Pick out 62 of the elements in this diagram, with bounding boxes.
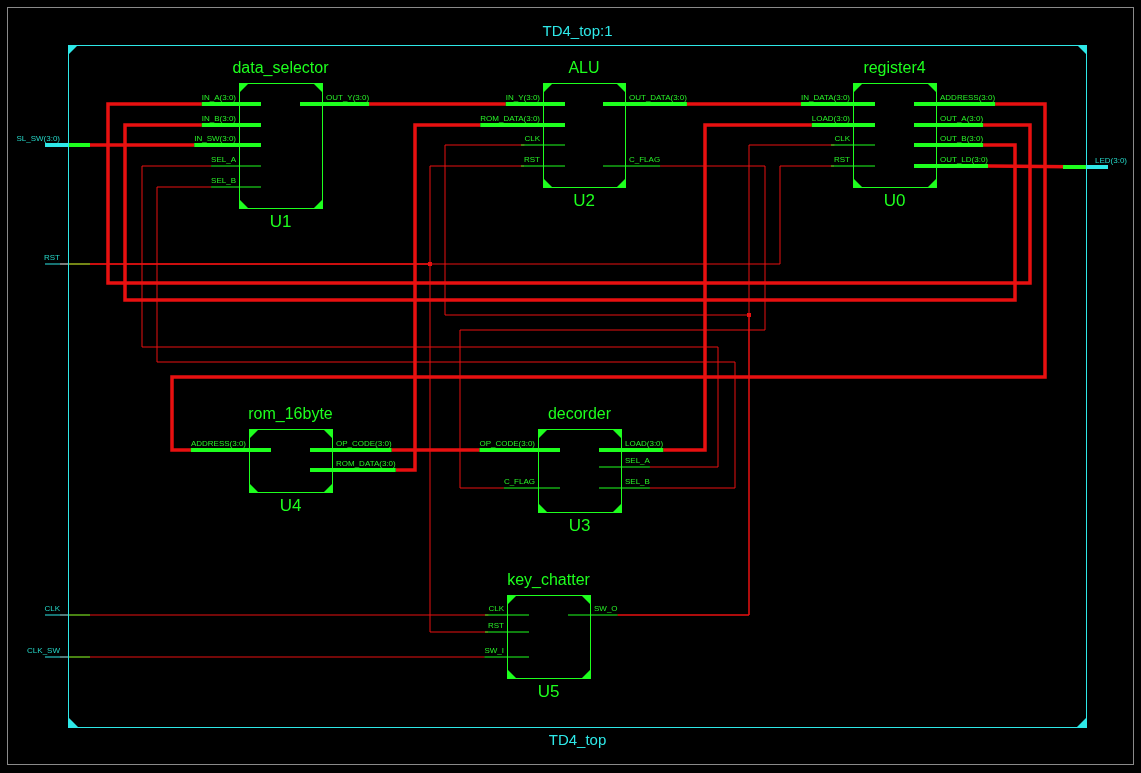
module-name: decorder <box>546 405 613 423</box>
module-name: rom_16byte <box>247 405 334 423</box>
pin-label: SW_O <box>594 604 618 617</box>
pin-label: LOAD(3:0) <box>625 439 664 452</box>
port-label: CLK <box>44 604 60 617</box>
pin-label: ADDRESS(3:0) <box>190 439 246 452</box>
pin-label: OP_CODE(3:0) <box>336 439 392 452</box>
pin-label: SEL_B <box>211 176 236 189</box>
pin-label: OUT_DATA(3:0) <box>629 93 687 106</box>
wire <box>156 186 736 489</box>
pin-label: RST <box>488 621 504 634</box>
pin-label: C_FLAG <box>629 155 661 168</box>
pin-label: OP_CODE(3:0) <box>479 439 535 452</box>
wire <box>369 102 506 106</box>
pin-label: CLK <box>488 604 504 617</box>
pin-label: C_FLAG <box>503 477 535 490</box>
pin-label: IN_B(3:0) <box>201 114 236 127</box>
pin-label: CLK <box>524 134 540 147</box>
pin-label: ADDRESS(3:0) <box>940 93 996 106</box>
pin-label: OUT_B(3:0) <box>940 134 984 147</box>
pin-label: SEL_A <box>211 155 236 168</box>
wire <box>459 165 766 489</box>
pin-label: OUT_LD(3:0) <box>940 155 988 168</box>
pin-label: SEL_A <box>625 456 650 469</box>
pin-label: IN_SW(3:0) <box>194 134 236 147</box>
pin-label: OUT_A(3:0) <box>940 114 984 127</box>
wire <box>663 123 812 452</box>
pin-label: OUT_Y(3:0) <box>326 93 370 106</box>
pin-label: SEL_B <box>625 477 650 490</box>
module-name: register4 <box>862 59 927 77</box>
pin-label: CLK <box>834 134 850 147</box>
pin-label: IN_A(3:0) <box>201 93 236 106</box>
instance-name: U2 <box>572 191 596 210</box>
instance-name: U0 <box>882 191 907 210</box>
frame-name: TD4_top <box>547 731 608 748</box>
wire <box>686 102 801 106</box>
pin-label: SW_I <box>484 646 504 659</box>
frame-title: TD4_top:1 <box>541 22 614 39</box>
pin-label: LOAD(3:0) <box>811 114 850 127</box>
pin-label: RST <box>524 155 540 168</box>
wire <box>170 102 1047 452</box>
wire <box>391 448 480 452</box>
module-name: data_selector <box>231 59 330 77</box>
pin-label: IN_Y(3:0) <box>505 93 540 106</box>
module-name: ALU <box>567 59 601 77</box>
wire <box>141 165 719 468</box>
wire <box>106 102 1032 285</box>
pin-label: ROM_DATA(3:0) <box>336 459 396 472</box>
port-label: SL_SW(3:0) <box>16 134 60 147</box>
pin-label: ROM_DATA(3:0) <box>480 114 540 127</box>
pin-label: IN_DATA(3:0) <box>800 93 850 106</box>
instance-name: U4 <box>278 496 303 515</box>
instance-name: U5 <box>536 682 561 701</box>
wire <box>123 123 1017 302</box>
port-label: LED(3:0) <box>1095 156 1127 169</box>
pin-label: RST <box>834 155 850 168</box>
port-label: CLK_SW <box>27 646 60 659</box>
wire <box>395 123 481 472</box>
instance-name: U1 <box>268 212 293 231</box>
port-label: RST <box>44 253 60 266</box>
module-name: key_chatter <box>506 571 591 589</box>
instance-name: U3 <box>567 516 592 535</box>
